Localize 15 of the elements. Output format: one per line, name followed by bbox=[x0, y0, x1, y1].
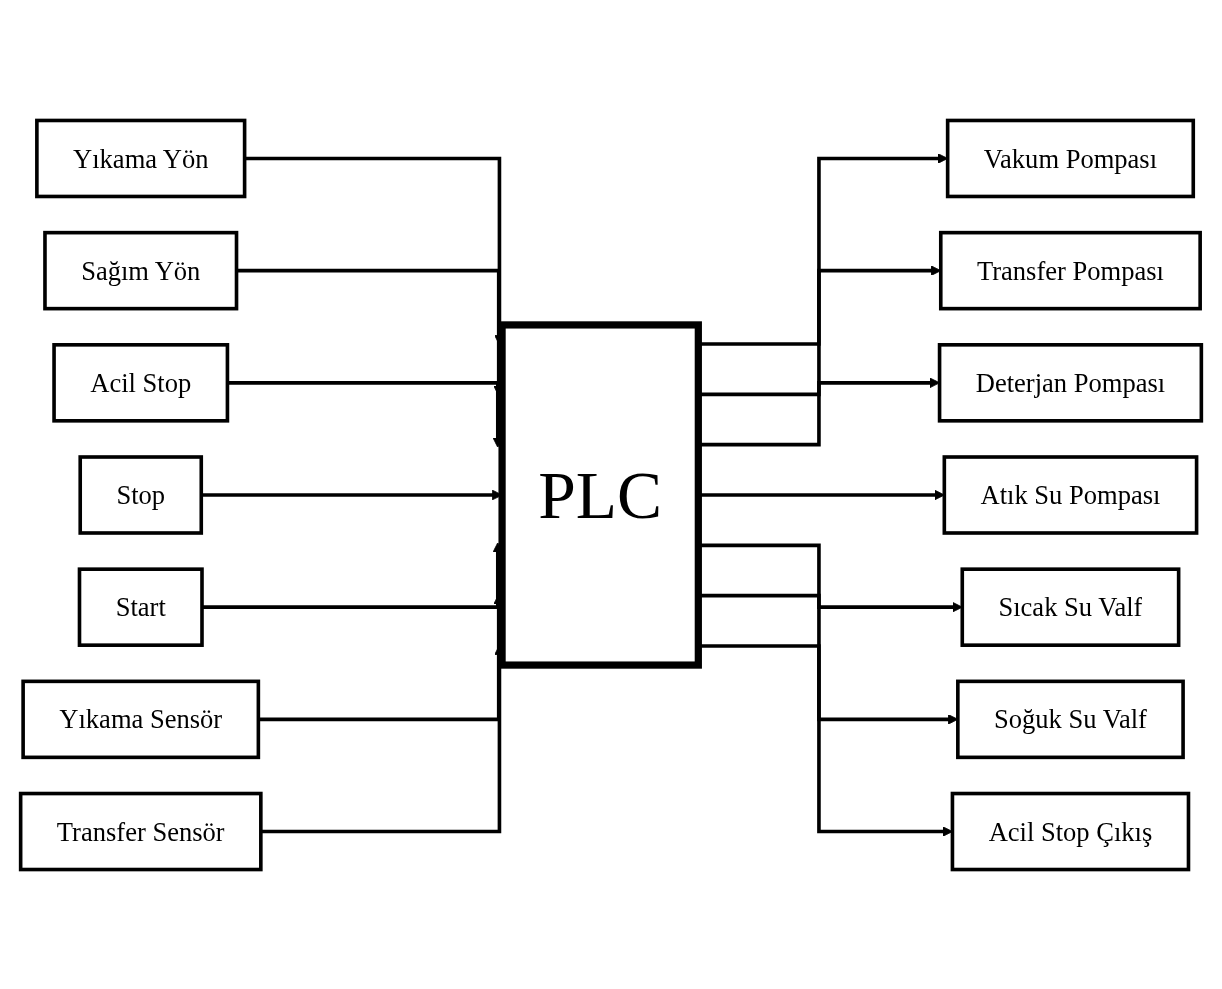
node-box: Sıcak Su Valf bbox=[960, 566, 1181, 647]
node-box: Atık Su Pompası bbox=[942, 454, 1199, 535]
node-box: Acil Stop bbox=[52, 342, 230, 423]
node-box: Acil Stop Çıkış bbox=[950, 791, 1191, 871]
node-box: Start bbox=[77, 566, 204, 647]
node-box: Transfer Sensör bbox=[18, 791, 263, 871]
node-box: Yıkama Yön bbox=[35, 118, 247, 198]
node-box: Vakum Pompası bbox=[945, 118, 1196, 198]
node-box: Yıkama Sensör bbox=[21, 679, 261, 759]
node-box: Deterjan Pompası bbox=[937, 342, 1204, 423]
node-box: Soğuk Su Valf bbox=[956, 679, 1185, 759]
node-box: Sağım Yön bbox=[43, 230, 239, 310]
node-box: PLC bbox=[498, 320, 702, 669]
node-box: Transfer Pompası bbox=[938, 230, 1202, 310]
node-box: Stop bbox=[78, 454, 204, 535]
